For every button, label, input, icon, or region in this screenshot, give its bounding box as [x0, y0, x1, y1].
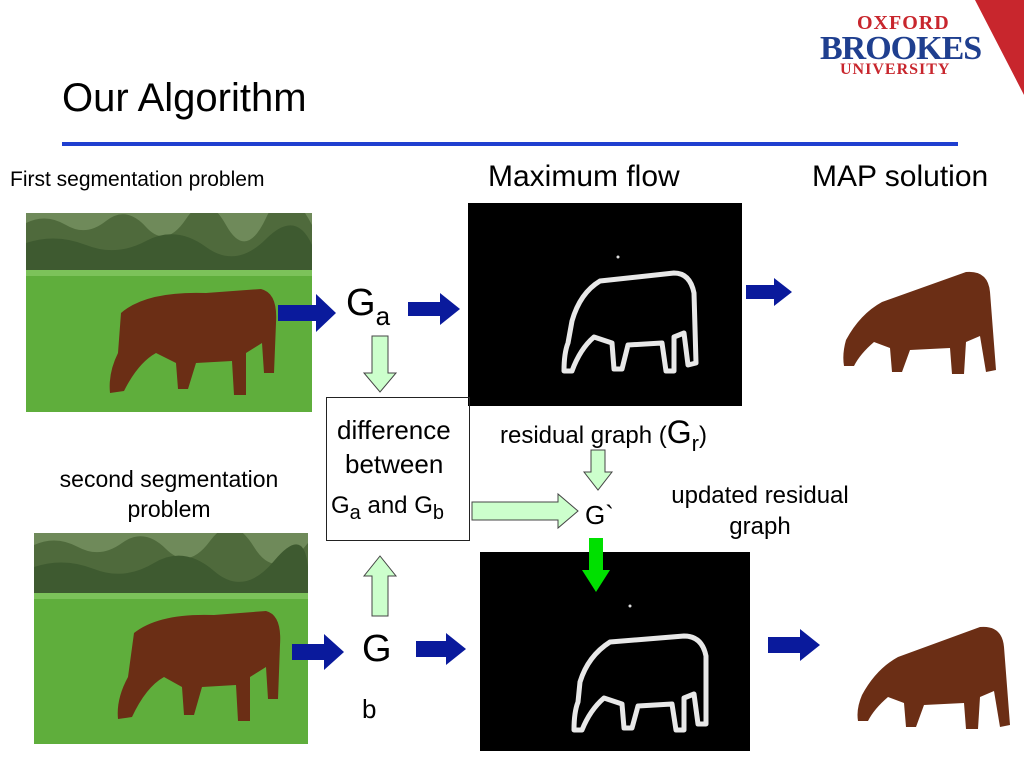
arrow-photo-to-gb: [292, 634, 344, 670]
residual-suffix: ): [698, 422, 707, 449]
logo-university-text: UNIVERSITY: [840, 61, 951, 78]
difference-line-2: between: [345, 449, 444, 479]
map-solution-cow-bottom: [856, 615, 1016, 737]
arrow-photo-to-ga: [278, 294, 336, 332]
arrow-maxflow-to-map-bottom: [768, 629, 820, 661]
arrow-ga-to-difference: [362, 335, 398, 393]
arrow-residual-to-gprime: [582, 449, 614, 491]
diff-gb-subscript: b: [432, 502, 444, 524]
logo-corner-shape: [975, 0, 1024, 95]
arrow-gprime-to-maxflow: [582, 538, 610, 592]
map-solution-label: MAP solution: [812, 160, 989, 193]
map-solution-cow-top: [840, 262, 1004, 382]
updated-residual-label: updated residual graph: [671, 482, 849, 540]
graph-a-letter: G: [346, 282, 376, 324]
arrow-ga-to-maxflow: [408, 293, 460, 325]
arrow-gb-to-maxflow: [416, 633, 466, 665]
arrow-difference-to-gprime: [471, 492, 579, 530]
residual-prefix: residual graph (: [500, 422, 667, 449]
graph-a-label: Ga: [346, 282, 390, 331]
diff-ga-letter: G: [331, 492, 350, 519]
second-segmentation-label: second segmentation problem: [59, 466, 279, 522]
second-cow-photo: [34, 533, 308, 744]
residual-graph-label: residual graph (Gr): [500, 414, 707, 456]
title-underline: [62, 142, 958, 146]
logo-brookes-text: BROOKES: [820, 30, 982, 67]
g-prime-label: G`: [585, 500, 614, 530]
diff-gb-letter: G: [414, 492, 433, 519]
graph-b-subscript: b: [362, 694, 377, 724]
graph-b-letter: G: [362, 628, 392, 670]
arrow-gb-to-difference: [362, 555, 398, 617]
diff-and: and: [360, 492, 415, 519]
difference-box: [326, 397, 470, 541]
max-flow-image-top: [468, 203, 742, 406]
difference-line-1: difference: [337, 415, 451, 445]
residual-letter: G: [666, 414, 692, 450]
max-flow-image-bottom: [480, 552, 750, 751]
residual-subscript: r: [691, 431, 699, 456]
first-cow-photo: [26, 213, 312, 412]
diff-ga-subscript: a: [349, 502, 361, 524]
arrow-maxflow-to-map: [746, 278, 792, 306]
maximum-flow-label: Maximum flow: [488, 160, 680, 193]
difference-line-3: Ga and Gb: [331, 492, 444, 524]
slide-title: Our Algorithm: [62, 76, 307, 120]
logo-oxford-text: OXFORD: [857, 12, 950, 34]
first-segmentation-label: First segmentation problem: [10, 168, 265, 191]
graph-a-subscript: a: [375, 301, 391, 331]
